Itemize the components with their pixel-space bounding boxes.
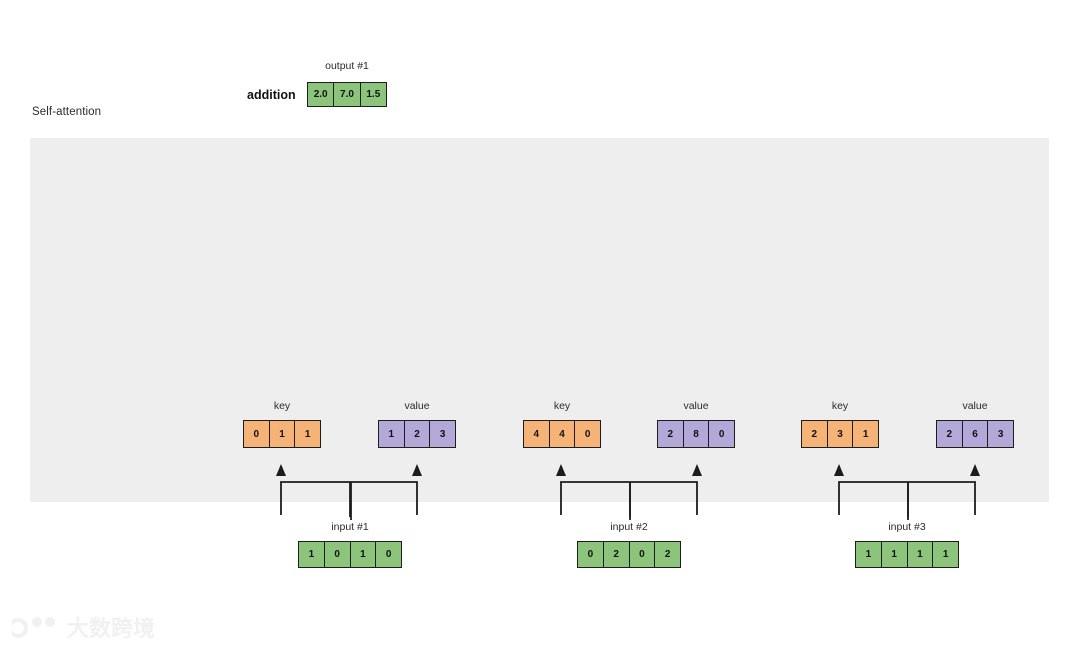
section-label: Self-attention — [32, 106, 102, 118]
value-3-cell-2: 3 — [988, 421, 1014, 447]
input-2-cell-1: 2 — [603, 542, 630, 567]
input-3-cell-1: 1 — [881, 542, 908, 567]
key-2-cell-1: 4 — [549, 421, 576, 447]
value-2-cell-0: 2 — [658, 421, 684, 447]
input-1-cell-1: 0 — [324, 542, 351, 567]
output-1-cell-1: 7.0 — [334, 83, 361, 106]
output-1-cell-2: 1.5 — [360, 83, 386, 106]
key-3-caption: key — [831, 400, 849, 412]
input-2-stem — [628, 482, 632, 520]
input-2-cell-2: 0 — [629, 542, 656, 567]
input-3-caption: input #3 — [888, 521, 926, 533]
key-1-cell-1: 1 — [269, 421, 296, 447]
key-1-cell-2: 1 — [295, 421, 321, 447]
key-3-cell-2: 1 — [853, 421, 879, 447]
key-3-cell-0: 2 — [802, 421, 828, 447]
input-2-caption: input #2 — [610, 521, 648, 533]
value-1-cell-1: 2 — [404, 421, 431, 447]
input-1-cell-2: 1 — [350, 542, 377, 567]
output-1-caption: output #1 — [325, 60, 369, 72]
input-1-cell-0: 1 — [299, 542, 325, 567]
input-2-cell-0: 0 — [578, 542, 604, 567]
key-2-cell-2: 0 — [575, 421, 601, 447]
input-3-cell-2: 1 — [907, 542, 934, 567]
key-2-cell-0: 4 — [524, 421, 550, 447]
value-1-cell-2: 3 — [430, 421, 456, 447]
output-1-cell-0: 2.0 — [308, 83, 335, 106]
watermark: 大数跨境 — [12, 612, 162, 644]
value-2-caption: value — [683, 400, 709, 412]
addition-label: addition — [247, 88, 296, 102]
watermark-text: 大数跨境 — [67, 616, 155, 641]
key-1-cell-0: 0 — [244, 421, 270, 447]
input-1-branch-arrows — [243, 452, 458, 517]
value-1-cell-0: 1 — [379, 421, 405, 447]
input-3-cell-3: 1 — [933, 542, 958, 567]
input-2-cell-3: 2 — [655, 542, 680, 567]
key-3-cell-1: 3 — [827, 421, 854, 447]
input-3-cell-0: 1 — [856, 542, 882, 567]
value-2-cell-2: 0 — [709, 421, 735, 447]
input-1-caption: input #1 — [331, 521, 369, 533]
value-3-cell-1: 6 — [962, 421, 989, 447]
key-1-caption: key — [273, 400, 291, 412]
input-1-stem — [349, 482, 353, 520]
value-2-cell-1: 8 — [683, 421, 710, 447]
value-3-cell-0: 2 — [937, 421, 963, 447]
value-1-caption: value — [404, 400, 430, 412]
input-1-cell-3: 0 — [376, 542, 401, 567]
input-3-stem — [906, 482, 910, 520]
key-2-caption: key — [553, 400, 571, 412]
value-3-caption: value — [962, 400, 988, 412]
